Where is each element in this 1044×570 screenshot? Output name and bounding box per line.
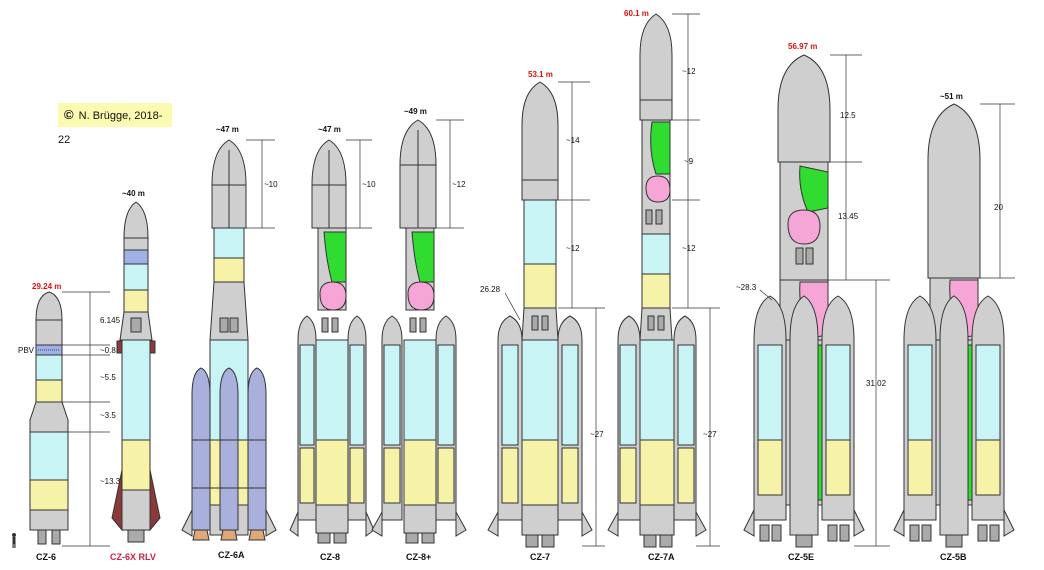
rocket-cz-7	[487, 81, 593, 548]
rocket-cz-8-plus	[371, 119, 467, 544]
height-label-cz-5e: 56.97 m	[788, 42, 817, 51]
dim-label-cz-6a-0: ~10	[264, 180, 278, 189]
rocket-cz-7a	[607, 13, 707, 548]
rocket-cz-8	[289, 139, 375, 544]
credit-label: © N. Brügge, 2018-22	[58, 103, 172, 146]
dims-cz-5b	[980, 103, 1015, 279]
rocket-cz-5b	[893, 103, 1015, 548]
dim-label-cz-5e-0: 12.5	[840, 111, 856, 120]
dim-label-cz-7-0: ~14	[566, 136, 580, 145]
name-label-cz-8-plus: CZ-8+	[406, 552, 431, 562]
height-label-cz-6x-rlv: ~40 m	[122, 189, 145, 198]
name-label-cz-8: CZ-8	[320, 552, 340, 562]
name-label-cz-6a: CZ-6A	[218, 550, 245, 560]
dim-label-cz-7a-2: ~12	[682, 244, 696, 253]
dim-label-cz-7-1: ~12	[566, 244, 580, 253]
rocket-cz-6x-rlv	[111, 201, 161, 543]
height-label-cz-6: 29.24 m	[32, 282, 61, 291]
height-label-cz-8-plus: ~49 m	[404, 107, 427, 116]
side-label-cz-5e: ~28.3	[736, 283, 757, 292]
name-label-cz-6: CZ-6	[36, 552, 56, 562]
side-label-cz-6: PBV	[18, 346, 35, 355]
dim-label-cz-6-2: ~5.5	[100, 373, 116, 382]
dim-label-cz-6-4: ~13.3	[100, 477, 121, 486]
dim-label-cz-8-0: ~10	[362, 180, 376, 189]
name-label-cz-7: CZ-7	[530, 552, 550, 562]
height-label-cz-5b: ~51 m	[940, 92, 963, 101]
dim-label-cz-6-3: ~3.5	[100, 411, 116, 420]
name-label-cz-7a: CZ-7A	[648, 552, 675, 562]
dim-label-cz-8-plus-0: ~12	[452, 180, 466, 189]
dims-cz-5e	[759, 54, 890, 547]
dims-cz-6	[62, 291, 110, 547]
dim-label-cz-5b-0: 20	[994, 203, 1003, 212]
dims-cz-8	[346, 139, 372, 229]
height-label-cz-7: 53.1 m	[528, 70, 553, 79]
rocket-cz-5e	[743, 54, 865, 548]
height-label-cz-6a: ~47 m	[216, 125, 239, 134]
rocket-cz-6	[29, 291, 69, 545]
dim-label-cz-5e-2: 31.02	[866, 379, 887, 388]
dims-cz-7	[504, 81, 605, 547]
copyright-symbol: ©	[64, 107, 74, 122]
dim-label-cz-7a-3: ~27	[703, 430, 717, 439]
dims-cz-7a	[672, 13, 720, 547]
dim-label-cz-7a-1: ~9	[684, 157, 694, 166]
dims-cz-8-plus	[436, 119, 464, 229]
height-label-cz-7a: 60.1 m	[624, 9, 649, 18]
dim-label-cz-6-0: 6.145	[100, 316, 121, 325]
dim-label-cz-5e-1: 13.45	[838, 212, 859, 221]
dims-cz-6a	[246, 139, 275, 229]
dim-label-cz-7-2: ~27	[590, 430, 604, 439]
height-label-cz-8: ~47 m	[318, 125, 341, 134]
name-label-cz-5b: CZ-5B	[940, 552, 967, 562]
side-label-cz-7: 26.28	[480, 285, 501, 294]
rocket-cz-6a	[181, 139, 277, 541]
credit-text: N. Brügge, 2018-22	[58, 110, 163, 146]
human-scale-icon	[12, 533, 16, 548]
name-label-cz-6x-rlv: CZ-6X RLV	[110, 552, 156, 562]
dim-label-cz-7a-0: ~12	[682, 67, 696, 76]
name-label-cz-5e: CZ-5E	[788, 552, 814, 562]
dim-label-cz-6-1: ~0.8	[100, 346, 116, 355]
